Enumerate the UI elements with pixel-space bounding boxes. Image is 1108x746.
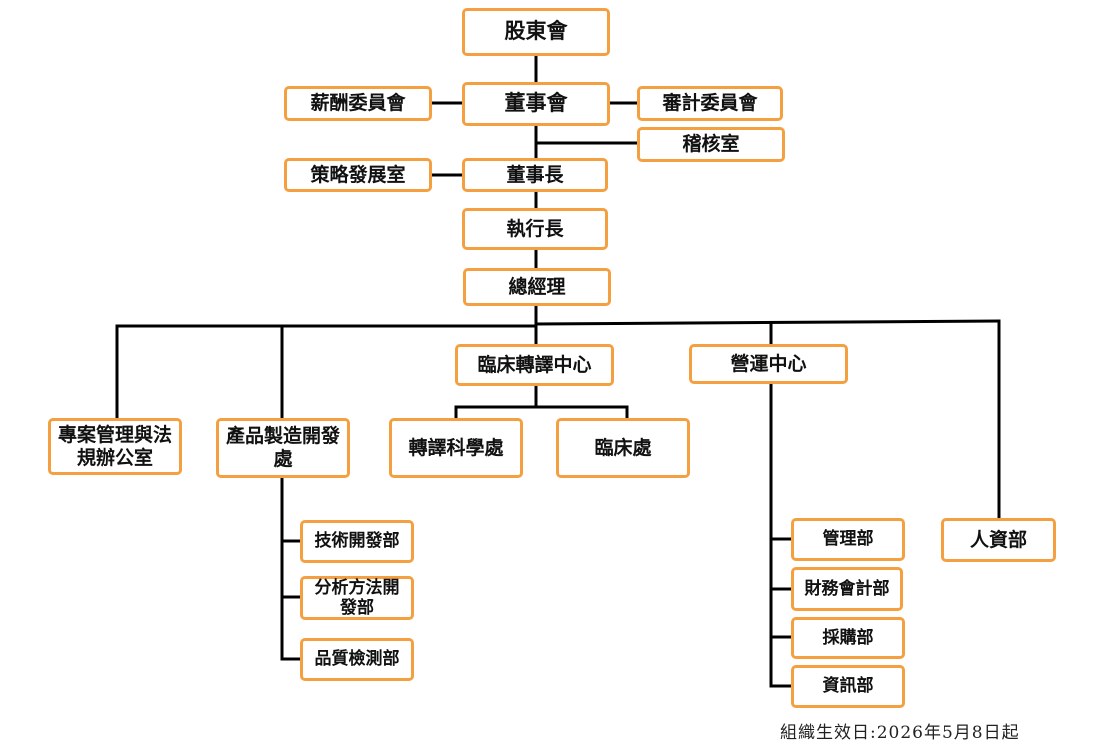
chairman-box: 董事長 bbox=[462, 158, 608, 192]
it-dept-box: 資訊部 bbox=[791, 665, 905, 708]
tech-dev-dept-box: 技術開發部 bbox=[300, 520, 414, 563]
compensation-committee-box: 薪酬委員會 bbox=[284, 86, 432, 121]
translation-science-box: 轉譯科學處 bbox=[389, 418, 523, 478]
product-manufacturing-dev-box: 產品製造開發處 bbox=[216, 418, 350, 478]
project-legal-office-box: 專案管理與法規辦公室 bbox=[48, 418, 182, 475]
procurement-dept-box: 採購部 bbox=[791, 617, 905, 659]
analytical-method-dept-box: 分析方法開發部 bbox=[300, 576, 414, 620]
quality-testing-dept-box: 品質檢測部 bbox=[300, 638, 414, 681]
clinical-division-box: 臨床處 bbox=[556, 418, 690, 478]
internal-audit-box: 稽核室 bbox=[637, 127, 785, 162]
general-manager-box: 總經理 bbox=[463, 268, 611, 306]
ceo-box: 執行長 bbox=[462, 208, 608, 250]
shareholders-box: 股東會 bbox=[462, 8, 610, 56]
board-box: 董事會 bbox=[462, 82, 610, 126]
clinical-translation-center-box: 臨床轉譯中心 bbox=[455, 344, 614, 386]
audit-committee-box: 審計委員會 bbox=[637, 86, 783, 121]
operations-center-box: 營運中心 bbox=[689, 344, 848, 384]
strategy-office-box: 策略發展室 bbox=[284, 158, 432, 192]
finance-accounting-dept-box: 財務會計部 bbox=[791, 567, 903, 611]
connector-bus-right bbox=[534, 319, 1001, 326]
management-dept-box: 管理部 bbox=[791, 518, 905, 561]
effective-date: 組織生效日:2026年5月8日起 bbox=[780, 723, 1020, 743]
hr-dept-box: 人資部 bbox=[941, 518, 1056, 562]
